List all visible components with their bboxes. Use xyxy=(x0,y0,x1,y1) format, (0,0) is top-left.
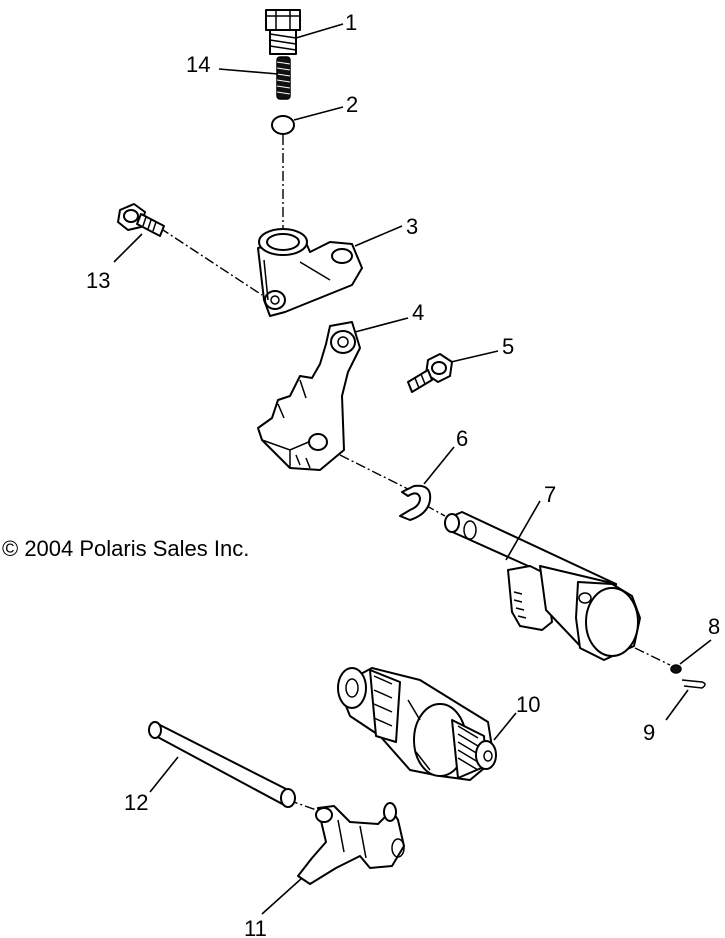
callout-11: 11 xyxy=(244,916,267,938)
callout-14: 14 xyxy=(186,52,210,77)
callout-1: 1 xyxy=(345,10,357,35)
part-5-bolt xyxy=(407,353,453,393)
callout-12: 12 xyxy=(124,790,148,815)
part-6-circlip xyxy=(399,484,432,521)
part-7-shift-shaft xyxy=(444,511,641,661)
part-10-shift-drum xyxy=(337,667,497,781)
callout-labels: 1 14 2 3 13 4 5 6 7 8 9 10 12 11 xyxy=(86,10,720,938)
copyright-text: © 2004 Polaris Sales Inc. xyxy=(2,536,249,561)
callout-4: 4 xyxy=(412,300,424,325)
part-8-washer xyxy=(670,664,682,674)
callout-2: 2 xyxy=(346,92,358,117)
callout-10: 10 xyxy=(516,692,540,717)
part-3-bracket xyxy=(257,228,363,317)
part-14-spring xyxy=(276,56,291,100)
callout-6: 6 xyxy=(456,426,468,451)
callout-13: 13 xyxy=(86,268,110,293)
callout-3: 3 xyxy=(406,214,418,239)
part-11-shift-fork xyxy=(297,802,405,885)
part-2-ball xyxy=(271,115,295,135)
part-4-stop-lever xyxy=(257,321,361,471)
part-13-bolt xyxy=(117,203,165,237)
part-12-fork-shaft xyxy=(148,721,296,808)
leader-lines xyxy=(113,23,712,915)
callout-9: 9 xyxy=(643,720,655,745)
part-1-plug xyxy=(265,9,301,55)
callout-5: 5 xyxy=(502,334,514,359)
callout-7: 7 xyxy=(544,482,556,507)
part-9-pin xyxy=(681,679,706,689)
callout-8: 8 xyxy=(708,614,720,639)
